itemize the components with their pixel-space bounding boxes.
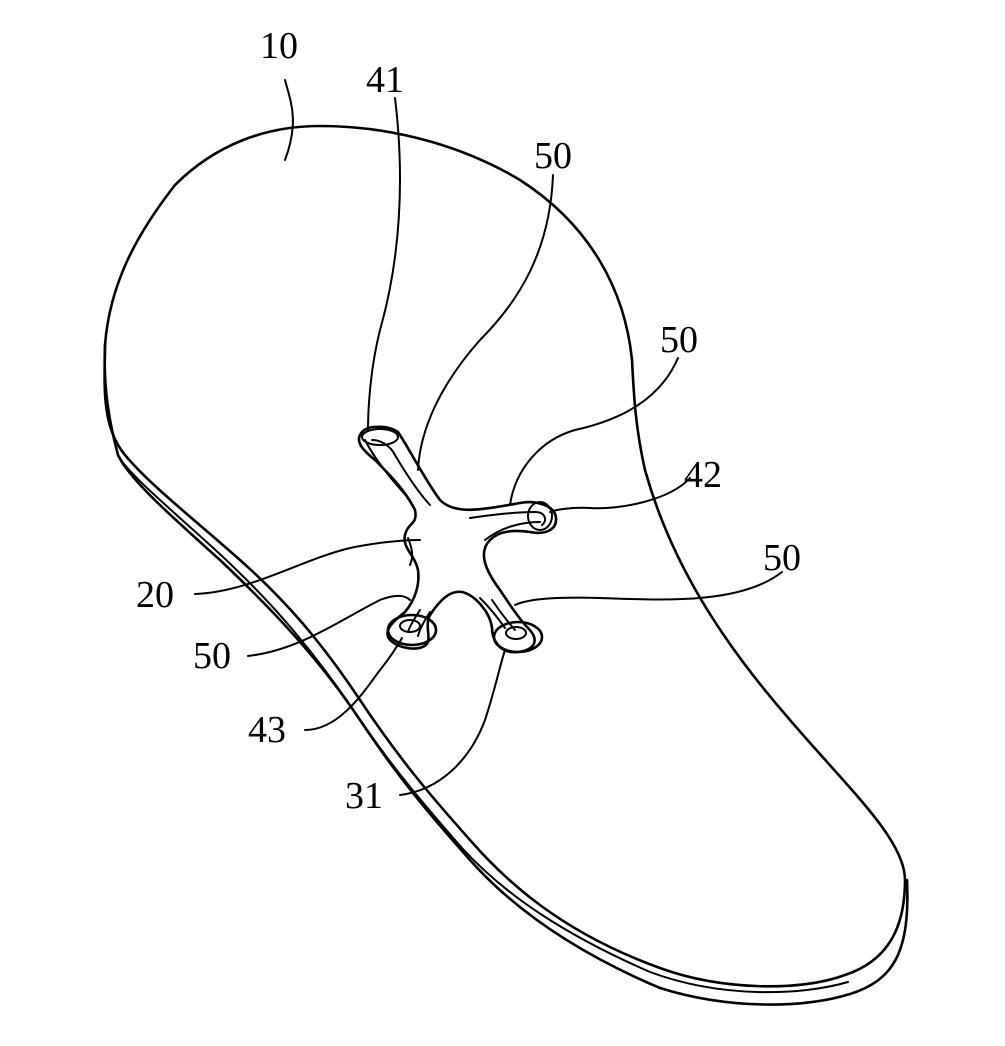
insole-top-surface	[103, 124, 907, 988]
leader-43	[304, 637, 403, 731]
arm-42-groove	[469, 511, 547, 526]
cross-recess-outline	[357, 425, 558, 654]
arm-42-groove-inner	[484, 521, 541, 541]
label-31: 31	[345, 775, 383, 817]
label-50-lower-right: 50	[763, 537, 801, 579]
arm-41-end	[361, 428, 399, 446]
label-10: 10	[260, 25, 298, 67]
arm-43-end-inner	[399, 619, 421, 633]
arm-41-groove	[371, 439, 431, 506]
label-50-left: 50	[193, 635, 231, 677]
label-43: 43	[248, 709, 286, 751]
insole-thickness-edge	[103, 343, 909, 1006]
leader-31	[399, 649, 506, 796]
leader-50-lower-right	[514, 571, 783, 606]
cross-recess	[357, 425, 558, 654]
arm-43-groove	[407, 609, 421, 633]
leader-20	[194, 539, 421, 595]
leader-50-top	[417, 174, 554, 471]
label-42: 42	[684, 454, 722, 496]
arm-42-end	[527, 501, 553, 531]
leader-41	[367, 97, 401, 431]
leader-50-right	[509, 357, 679, 506]
label-50-right: 50	[660, 319, 698, 361]
leader-10	[284, 79, 294, 161]
insole-thickness-inner	[117, 454, 849, 994]
leader-42	[549, 477, 691, 513]
label-41: 41	[366, 59, 404, 101]
label-50-top: 50	[534, 135, 572, 177]
arm-41-groove-inner	[364, 439, 411, 501]
arm-43-end	[386, 613, 438, 647]
leader-50-left	[247, 594, 411, 657]
end-31-inner	[505, 626, 527, 640]
label-20: 20	[136, 574, 174, 616]
end-31	[492, 620, 544, 654]
arm-43-groove-inner	[417, 611, 431, 637]
